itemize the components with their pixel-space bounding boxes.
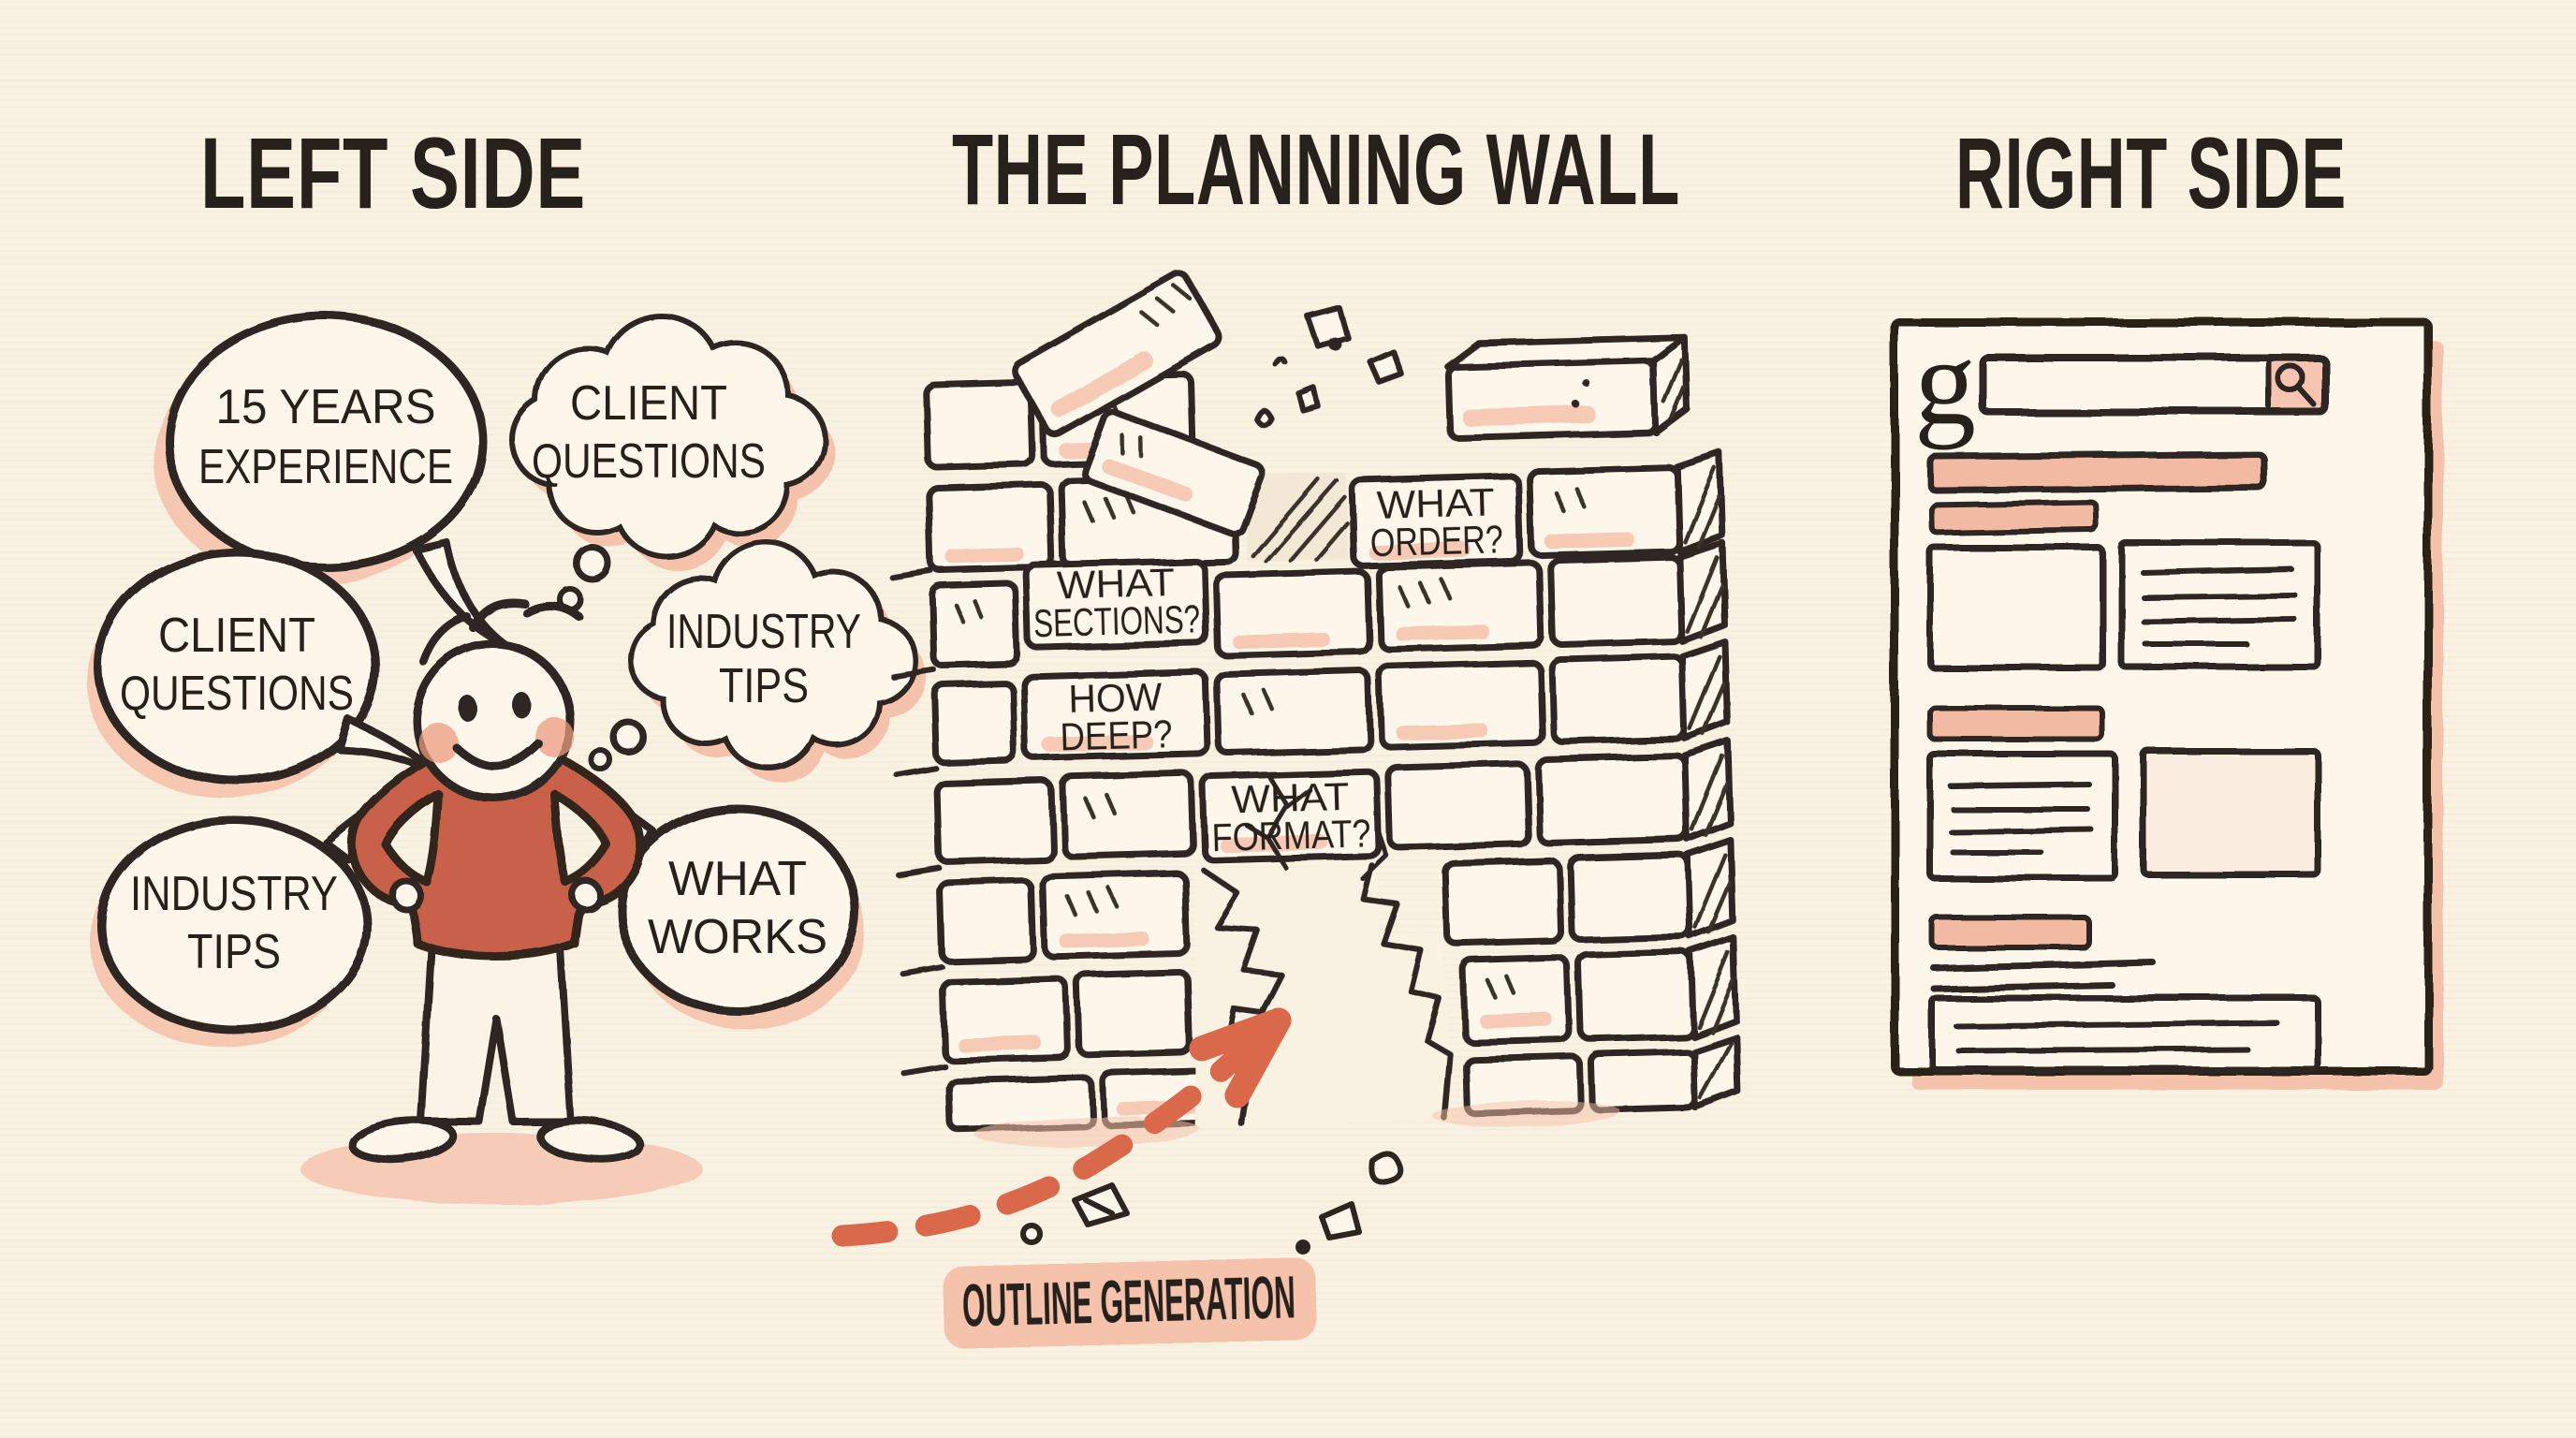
speech-bubble-industry-tips	[90, 792, 397, 1047]
svg-text:WHAT: WHAT	[1231, 774, 1350, 821]
svg-text:INDUSTRY: INDUSTRY	[130, 867, 338, 921]
svg-text:QUESTIONS: QUESTIONS	[532, 434, 766, 489]
speech-bubble-experience	[154, 312, 511, 650]
speech-bubble-client-questions	[87, 548, 437, 798]
highlight-bar-1	[1926, 449, 2267, 494]
svg-text:INDUSTRY: INDUSTRY	[666, 605, 861, 659]
svg-text:TIPS: TIPS	[719, 659, 809, 713]
highlight-bar-4	[1929, 915, 2092, 950]
svg-text:WHAT: WHAT	[668, 852, 807, 906]
svg-text:TIPS: TIPS	[187, 925, 281, 979]
falling-bricks	[1012, 271, 1690, 537]
svg-text:EXPERIENCE: EXPERIENCE	[198, 440, 453, 494]
search-page	[1890, 317, 2443, 1090]
figure-hair	[418, 597, 583, 666]
result-text-2	[1926, 751, 2119, 882]
wall-left-edge-lines	[888, 567, 948, 1077]
svg-text:OUTLINE GENERATION: OUTLINE GENERATION	[961, 1263, 1296, 1339]
svg-text:WHAT: WHAT	[1056, 560, 1175, 607]
planning-wall	[888, 271, 1741, 1148]
outline-generation-caption: OUTLINE GENERATION	[943, 1257, 1317, 1349]
highlight-bar-3	[1927, 705, 2105, 742]
svg-text:HOW: HOW	[1068, 674, 1164, 721]
figure-shoe-left	[348, 1117, 457, 1164]
result-thumbnail-1	[1926, 544, 2106, 671]
flying-debris	[1253, 304, 1404, 429]
svg-text:WORKS: WORKS	[648, 910, 827, 964]
search-icon	[2276, 363, 2317, 407]
title-row: LEFT SIDE THE PLANNING WALL RIGHT SIDE	[200, 112, 2347, 229]
right-side-title: RIGHT SIDE	[1955, 116, 2347, 229]
figure-head	[412, 639, 575, 802]
search-input	[1979, 354, 2329, 416]
arrowhead	[1189, 1007, 1292, 1108]
figure-eyes	[459, 693, 532, 722]
figure-cheek-right	[534, 717, 574, 756]
svg-text:FORMAT?: FORMAT?	[1211, 811, 1371, 859]
svg-text:WHAT: WHAT	[1376, 479, 1495, 526]
figure-sweater	[347, 737, 645, 961]
brick-what-sections	[1023, 557, 1210, 652]
figure-pants	[417, 929, 575, 1125]
svg-text:CLIENT: CLIENT	[570, 376, 727, 431]
top-right-brick	[1444, 334, 1690, 441]
result-text-1	[2117, 539, 2321, 670]
svg-text:15 YEARS: 15 YEARS	[216, 380, 436, 434]
stick-figure	[347, 597, 645, 1164]
svg-text:ORDER?: ORDER?	[1369, 517, 1503, 565]
dashed-arrow	[831, 1007, 1292, 1247]
highlight-bar-2	[1928, 499, 2100, 536]
thought-cloud-industry-tips	[589, 539, 926, 783]
left-panel	[87, 312, 926, 1204]
svg-text:QUESTIONS: QUESTIONS	[120, 667, 354, 721]
figure-smile	[451, 738, 542, 770]
missing-brick-gap	[1244, 472, 1350, 564]
g-logo: g	[1914, 313, 1976, 450]
rubble	[1020, 1151, 1404, 1255]
svg-text:SECTIONS?: SECTIONS?	[1032, 596, 1200, 645]
figure-hand-right	[568, 877, 604, 913]
wall-side-faces	[1674, 449, 1741, 1111]
caption-highlight	[943, 1257, 1317, 1349]
left-panel-labels: 15 YEARS EXPERIENCE CLIENT QUESTIONS CLI…	[120, 376, 861, 979]
bottom-result-box	[1928, 994, 2321, 1073]
search-bar	[1979, 354, 2329, 416]
svg-text:CLIENT: CLIENT	[158, 609, 315, 663]
wall-labels: WHAT SECTIONS? WHAT ORDER? HOW DEEP? WHA…	[1032, 479, 1503, 859]
loose-text-lines	[1930, 959, 2157, 992]
figure-hand-left	[388, 877, 424, 913]
left-side-title: LEFT SIDE	[200, 116, 586, 229]
figure-shoe-right	[535, 1117, 644, 1164]
result-thumbnail-2	[2140, 747, 2321, 878]
figure-cheek-left	[418, 723, 458, 762]
planning-wall-title: THE PLANNING WALL	[952, 112, 1680, 226]
brick-how-deep	[1020, 668, 1211, 762]
crack-lines	[1244, 775, 1312, 871]
thought-cloud-client-questions	[509, 313, 835, 612]
svg-text:DEEP?: DEEP?	[1060, 712, 1173, 758]
